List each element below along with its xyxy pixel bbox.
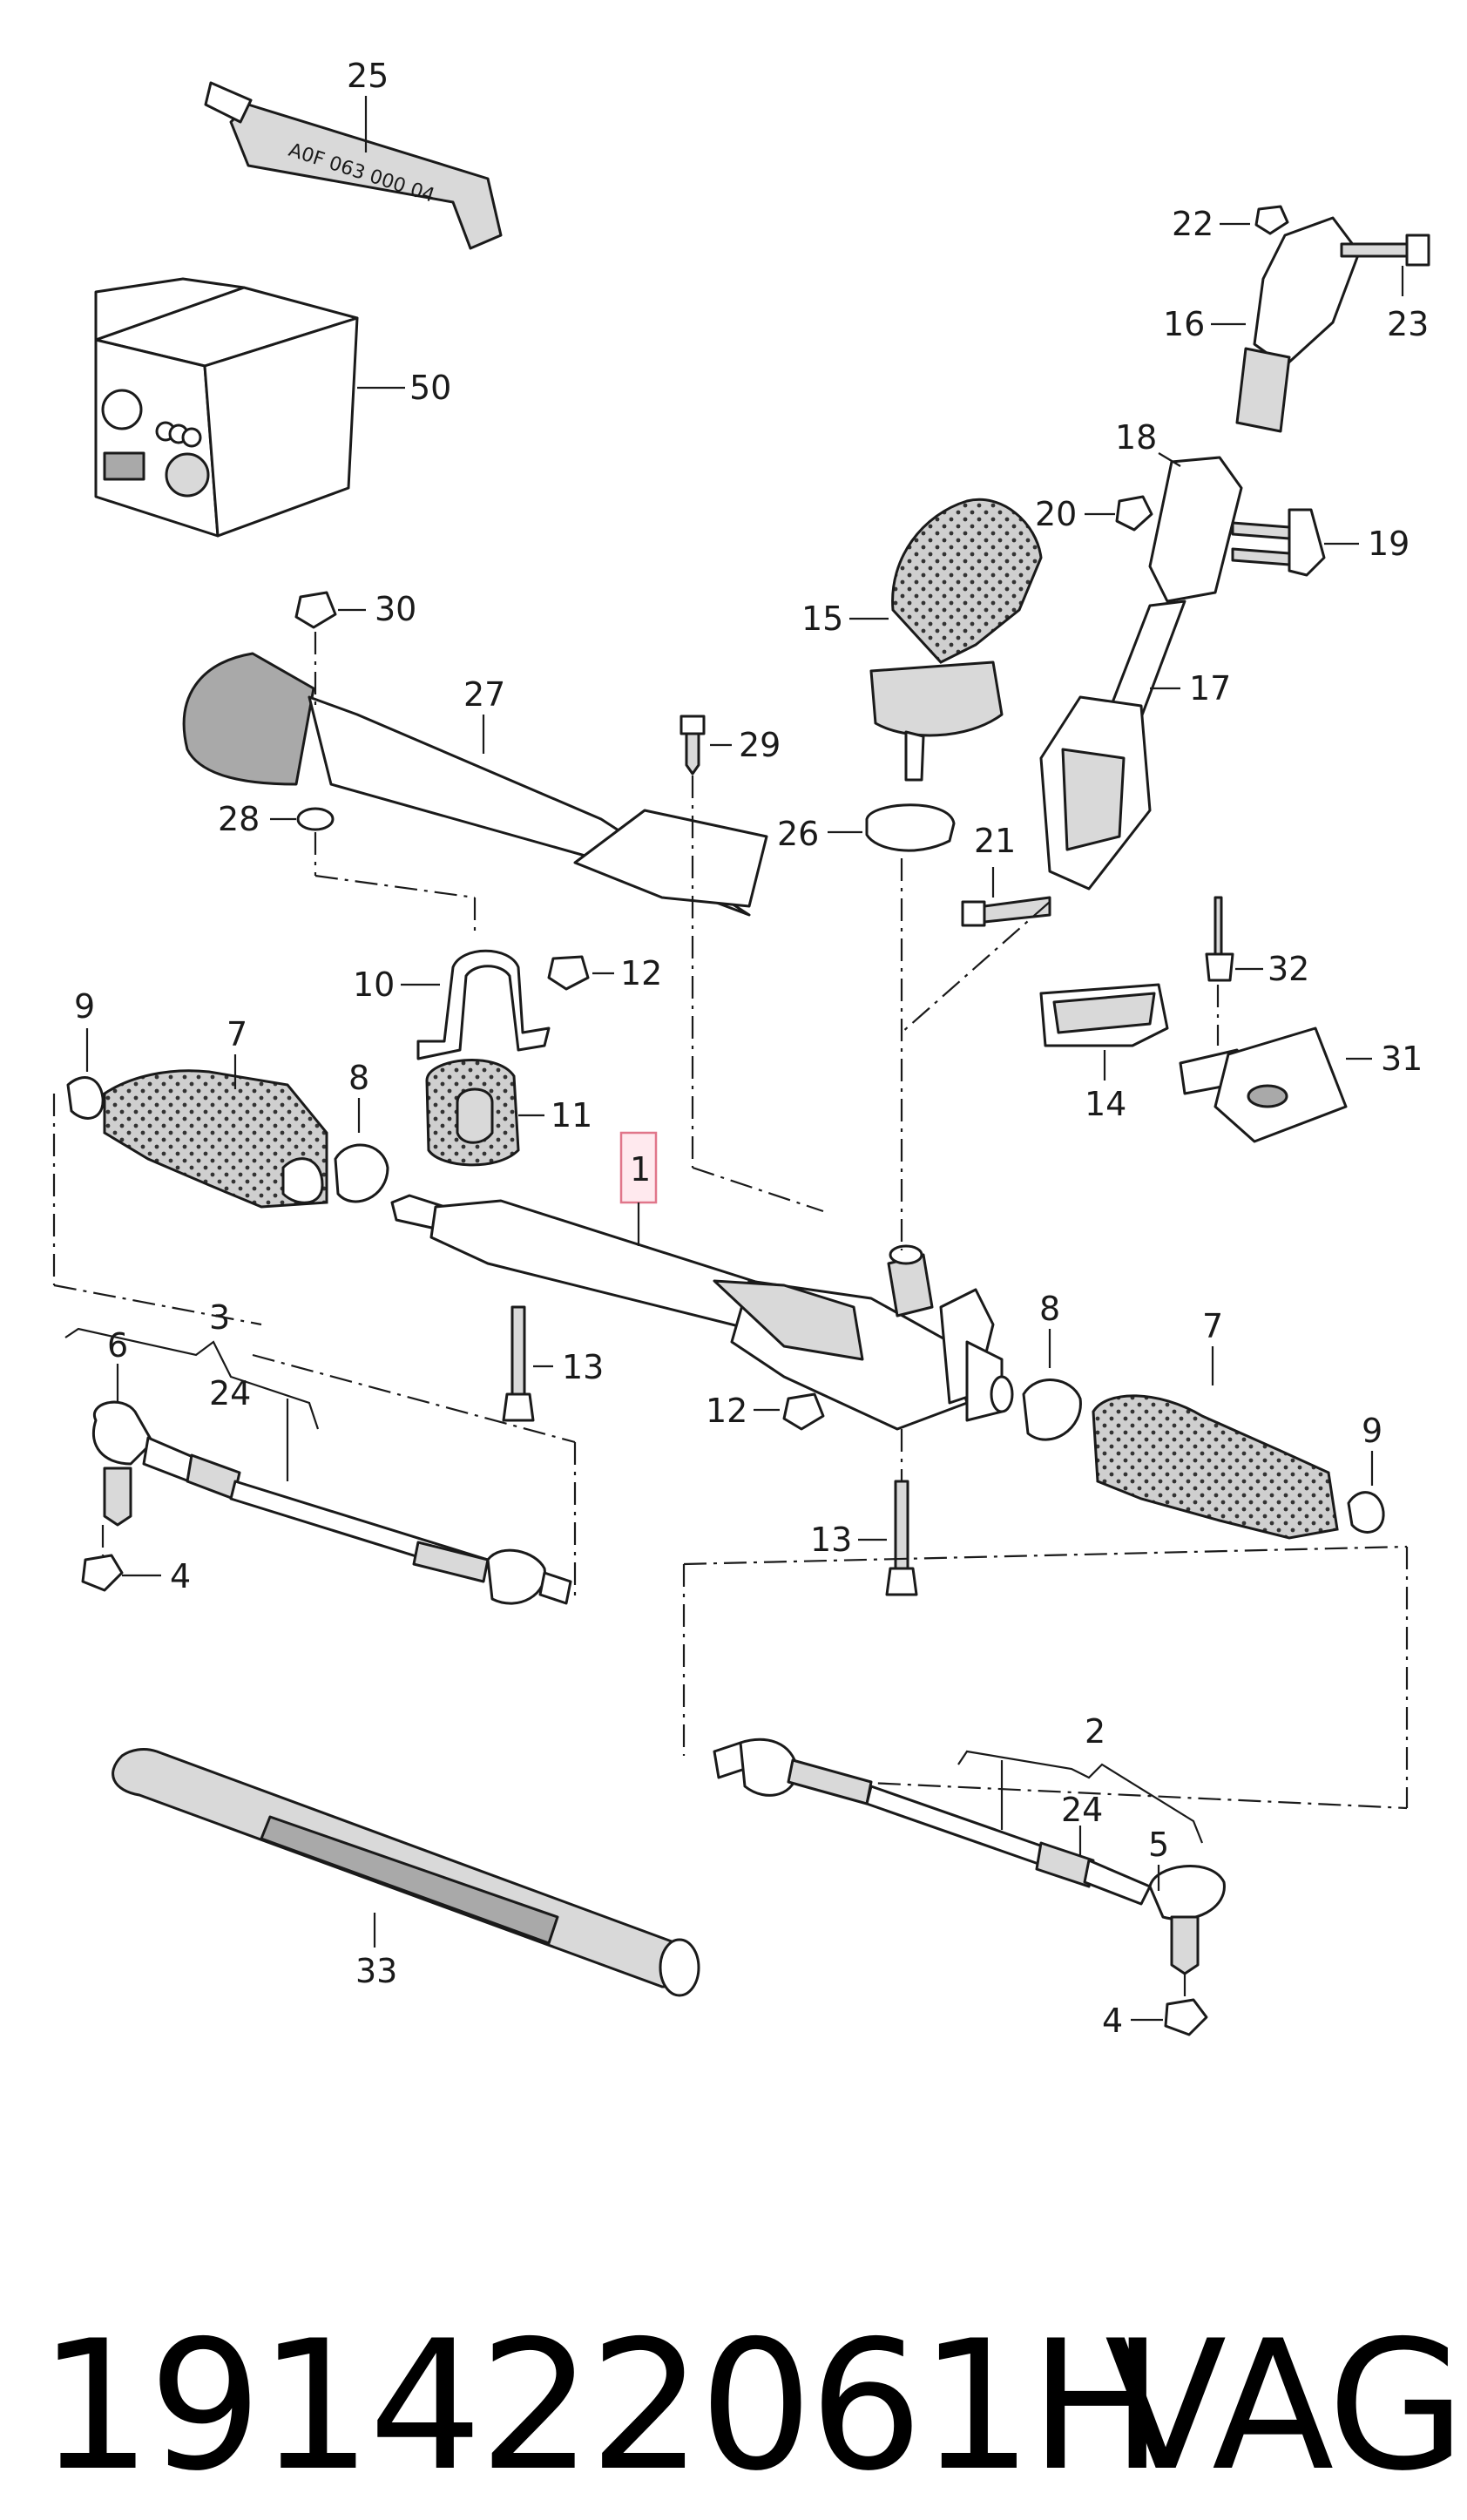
retaining-ring-9-left xyxy=(66,1076,105,1120)
nut-12-lower xyxy=(782,1392,825,1431)
grease-tube: A0F 063 000 04 xyxy=(204,81,503,250)
repair-kit-box xyxy=(94,277,359,538)
callout-27: 27 xyxy=(463,675,505,714)
callout-14: 14 xyxy=(1085,1085,1126,1123)
callout-1: 1 xyxy=(630,1150,651,1189)
callout-32: 32 xyxy=(1268,950,1309,988)
callout-17: 17 xyxy=(1189,669,1231,708)
rubber-bushing-11 xyxy=(425,1059,520,1167)
callout-33: 33 xyxy=(355,1952,397,1990)
tie-rod-right xyxy=(713,1738,1226,1975)
coupling-18 xyxy=(1148,456,1243,603)
callout-9-left: 9 xyxy=(74,987,95,1026)
bolts-19 xyxy=(1231,508,1326,577)
callout-24-left: 24 xyxy=(209,1374,251,1412)
callout-20: 20 xyxy=(1035,495,1077,533)
callout-6: 6 xyxy=(107,1326,128,1365)
nut-4-left xyxy=(81,1554,124,1592)
callout-12-lower: 12 xyxy=(706,1392,747,1430)
callout-18: 18 xyxy=(1115,418,1157,457)
callout-31: 31 xyxy=(1381,1040,1423,1078)
clip-14 xyxy=(1039,983,1169,1047)
tie-rod-left xyxy=(91,1400,572,1605)
washer-28 xyxy=(296,807,335,831)
callout-25: 25 xyxy=(347,57,389,95)
bracket-2 xyxy=(957,1750,1204,1844)
callout-30: 30 xyxy=(375,590,416,628)
callout-19: 19 xyxy=(1368,525,1410,563)
callout-10: 10 xyxy=(353,965,395,1004)
callout-5: 5 xyxy=(1148,1826,1169,1864)
bolt-29 xyxy=(679,715,706,776)
callout-8-left: 8 xyxy=(348,1059,369,1097)
bellows-boot-left xyxy=(103,1069,328,1209)
stud-13-lower xyxy=(885,1480,918,1596)
nut-30 xyxy=(294,591,337,629)
callout-15: 15 xyxy=(801,600,843,638)
bracket-3 xyxy=(64,1327,320,1430)
callout-22: 22 xyxy=(1172,205,1213,243)
rivet-32 xyxy=(1205,896,1234,982)
nut-4-right xyxy=(1164,1998,1208,2036)
callout-50: 50 xyxy=(409,369,451,407)
clamp-26 xyxy=(865,803,956,852)
part-number-label: 191422061H xyxy=(38,2303,1164,2510)
callout-26: 26 xyxy=(777,815,819,853)
callout-13-upper: 13 xyxy=(562,1348,604,1386)
callout-23: 23 xyxy=(1387,305,1429,343)
nut-22 xyxy=(1254,205,1289,235)
steering-rack xyxy=(390,1194,1014,1431)
nut-20 xyxy=(1115,495,1153,532)
rack-cover xyxy=(182,652,768,917)
callout-8-right: 8 xyxy=(1039,1290,1060,1328)
callout-24-right: 24 xyxy=(1061,1791,1103,1829)
callout-21: 21 xyxy=(974,822,1016,860)
highlight-callout-1 xyxy=(619,1131,658,1204)
callout-11: 11 xyxy=(551,1096,592,1135)
bolt-23 xyxy=(1340,234,1430,267)
clamp-bracket-10 xyxy=(416,949,551,1060)
callout-2: 2 xyxy=(1085,1712,1105,1751)
callout-7-right: 7 xyxy=(1202,1307,1223,1345)
callout-12-upper: 12 xyxy=(620,954,662,992)
hose-clip-8-left xyxy=(334,1143,389,1203)
callout-13-lower: 13 xyxy=(810,1521,852,1559)
brand-label: VAG xyxy=(1105,2303,1466,2510)
bracket-31 xyxy=(1179,1026,1348,1143)
hose-clip-8-right xyxy=(1022,1379,1082,1441)
steering-rack-exploded-diagram: A0F 063 000 04 25 50 27 30 28 xyxy=(52,57,1430,2040)
column-boot-15 xyxy=(869,498,1043,782)
nut-12-upper xyxy=(547,955,590,991)
retaining-ring-9-right xyxy=(1347,1491,1385,1534)
callout-4-right: 4 xyxy=(1102,2002,1123,2040)
universal-joint-16 xyxy=(1235,216,1361,433)
bellows-boot-right xyxy=(1092,1394,1339,1540)
callout-9-right: 9 xyxy=(1362,1412,1382,1450)
callout-4-left: 4 xyxy=(170,1557,191,1595)
callout-7-left: 7 xyxy=(226,1015,247,1053)
callout-3: 3 xyxy=(209,1298,230,1337)
stud-13-upper xyxy=(502,1305,535,1422)
column-shaft-17 xyxy=(1039,600,1186,891)
bolt-21 xyxy=(961,896,1051,927)
rack-bar-33 xyxy=(112,1748,700,1997)
callout-29: 29 xyxy=(739,726,781,764)
callout-16: 16 xyxy=(1163,305,1205,343)
callout-28: 28 xyxy=(218,800,260,838)
